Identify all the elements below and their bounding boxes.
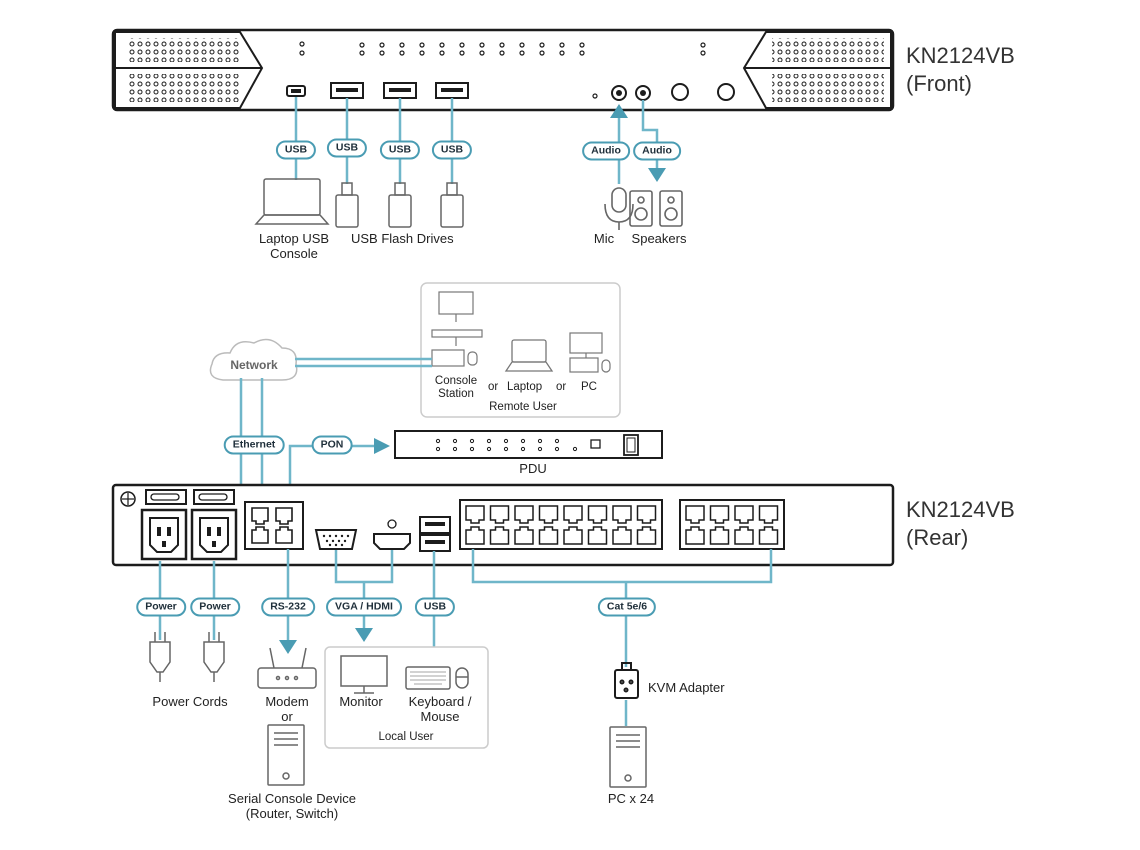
power-pill: Power: [190, 597, 240, 617]
pdu-label: PDU: [519, 461, 547, 476]
serial-console-device-icon: [267, 724, 305, 786]
network-label: Network: [230, 358, 278, 372]
front-model-title: KN2124VB (Front): [906, 42, 1015, 98]
kvm-port: [685, 505, 705, 524]
kvm-port: [514, 505, 534, 524]
pc-label: PC: [581, 381, 597, 393]
pc-count-label: PC x 24: [607, 791, 655, 806]
kvm-port: [758, 526, 779, 545]
laptop-icon: [254, 178, 330, 225]
kvm-adapter-icon: [614, 662, 639, 699]
or-label: or: [556, 381, 567, 393]
rear-view-label: (Rear): [906, 525, 969, 550]
kvm-port: [685, 526, 705, 545]
vga-hdmi-pill: VGA / HDMI: [326, 597, 402, 617]
local-user-panel: [324, 646, 489, 749]
modem-icon: [257, 647, 317, 689]
rear-usb-pill: USB: [414, 597, 456, 617]
kvm-port: [636, 526, 657, 545]
kvm-port: [734, 505, 754, 524]
remote-user-label: Remote User: [489, 401, 557, 413]
usb-pill: USB: [431, 140, 473, 160]
kvm-port: [489, 526, 510, 545]
kvm-port: [587, 526, 608, 545]
speakers-label: Speakers: [631, 231, 687, 246]
front-model-name: KN2124VB: [906, 43, 1015, 68]
mic-label: Mic: [593, 231, 615, 246]
power-cord-icon: [149, 632, 225, 682]
usb-flash-drives-label: USB Flash Drives: [351, 231, 454, 246]
remote-laptop-icon: [504, 339, 554, 372]
front-view-label: (Front): [906, 71, 972, 96]
keyboard-mouse-icon: [405, 666, 469, 690]
usb-flash-drive-icon: [335, 182, 464, 228]
pc-icon: [569, 332, 611, 373]
kvm-port: [538, 505, 559, 524]
remote-user-panel: [420, 282, 621, 418]
kvm-port: [636, 505, 657, 524]
power-pill: Power: [136, 597, 186, 617]
audio-out-arrow: [648, 168, 666, 182]
console-station-label: Console Station: [434, 375, 478, 400]
microphone-icon: [604, 187, 634, 230]
usb-pill: USB: [326, 138, 368, 158]
kvm-port: [465, 526, 485, 545]
rear-model-title: KN2124VB (Rear): [906, 496, 1015, 552]
vga-hdmi-arrow: [355, 628, 373, 642]
ethernet-pill: Ethernet: [223, 435, 285, 455]
kvm-port: [587, 505, 608, 524]
cat-cable-pill: Cat 5e/6: [597, 597, 657, 617]
kvm-adapter-label: KVM Adapter: [648, 680, 725, 695]
kvm-port: [489, 505, 510, 524]
rear-model-name: KN2124VB: [906, 497, 1015, 522]
kvm-port-grid: [465, 505, 779, 545]
rs232-pill: RS-232: [261, 597, 315, 617]
pon-arrow: [374, 438, 390, 454]
speakers-icon: [629, 190, 683, 227]
kvm-port: [563, 505, 583, 524]
kvm-port: [612, 505, 632, 524]
network-cloud-icon: [209, 338, 298, 381]
kvm-port: [538, 526, 559, 545]
modem-label: Modem or: [265, 694, 309, 724]
keyboard-keys: [410, 671, 446, 685]
usb-pill: USB: [275, 140, 317, 160]
power-cords-label: Power Cords: [152, 694, 228, 709]
pc-tower-icon: [609, 726, 647, 788]
kvm-port: [563, 526, 583, 545]
keyboard-mouse-label: Keyboard / Mouse: [408, 694, 472, 724]
usb-pill: USB: [379, 140, 421, 160]
rear-chassis: [111, 483, 895, 567]
or-label: or: [488, 381, 499, 393]
rear-cables: [158, 549, 773, 726]
pon-pill: PON: [311, 435, 353, 455]
audio-out-pill: Audio: [633, 141, 681, 161]
kvm-port: [758, 505, 779, 524]
remote-laptop-label: Laptop: [507, 381, 543, 393]
rs232-arrow: [279, 640, 297, 654]
audio-in-arrow: [610, 104, 628, 118]
kvm-port: [709, 505, 730, 524]
kvm-port: [734, 526, 754, 545]
front-chassis: [111, 28, 895, 112]
pdu-unit: [394, 430, 663, 459]
audio-in-pill: Audio: [582, 141, 630, 161]
kvm-port: [514, 526, 534, 545]
kvm-port: [709, 526, 730, 545]
console-station-icon: [431, 291, 483, 367]
laptop-console-label: Laptop USB Console: [258, 231, 330, 261]
monitor-label: Monitor: [339, 694, 383, 709]
serial-console-device-label: Serial Console Device (Router, Switch): [228, 791, 356, 821]
monitor-icon: [340, 655, 388, 694]
kvm-port: [612, 526, 632, 545]
local-user-label: Local User: [378, 731, 434, 743]
kvm-port: [465, 505, 485, 524]
